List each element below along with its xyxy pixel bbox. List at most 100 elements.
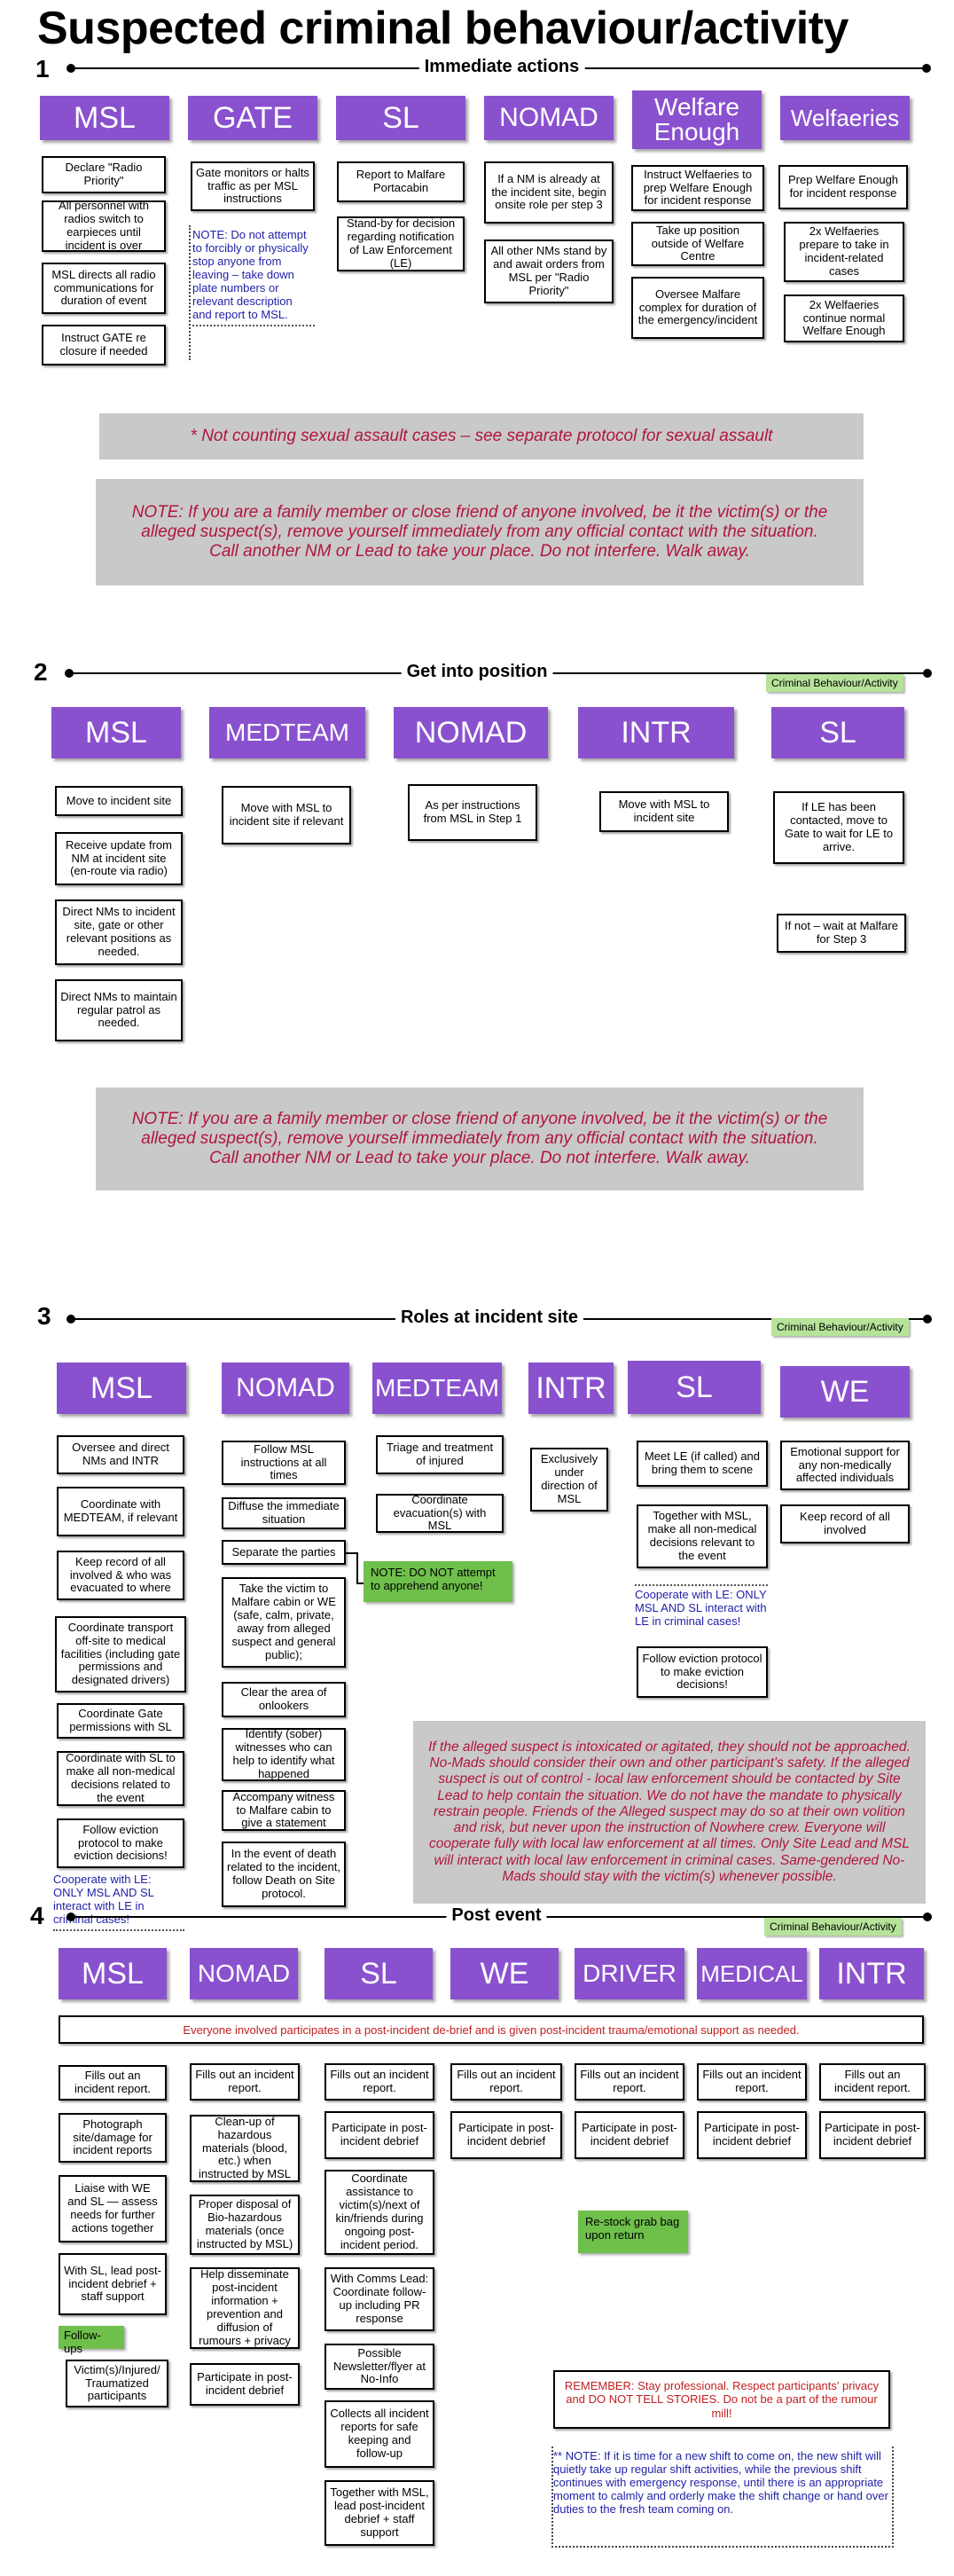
step2-sl-item: If not – wait at Malfare for Step 3 (777, 914, 906, 953)
step3-nomad-apprehend-note: NOTE: DO NOT attempt to apprehend anyone… (364, 1561, 512, 1602)
step2-msl-item: Direct NMs to incident site, gate or oth… (55, 899, 183, 965)
family-note-line: Call another NM or Lead to take your pla… (209, 542, 750, 561)
shift-note-border-right (892, 2446, 894, 2548)
step1-welfaeries-item: 2x Welfaeries prepare to take in inciden… (784, 222, 904, 282)
step4-msl-item: With SL, lead post-incident debrief + st… (59, 2253, 167, 2315)
step3-medteam-item: Triage and treatment of injured (376, 1435, 504, 1474)
followups-item: Victim(s)/Injured/ Traumatized participa… (66, 2360, 168, 2407)
connector-line (346, 1552, 358, 1554)
everyone-note: Everyone involved participates in a post… (59, 2015, 924, 2044)
family-note-line: Call another NM or Lead to take your pla… (209, 1149, 750, 1167)
step4-sl-item: With Comms Lead: Coordinate follow-up in… (325, 2267, 434, 2331)
step4-header-medical: MEDICAL (697, 1948, 807, 1999)
shift-change-note: ** NOTE: If it is time for a new shift t… (553, 2449, 888, 2516)
step2-header-intr: INTR (578, 707, 734, 758)
suspect-note: If the alleged suspect is intoxicated or… (413, 1721, 926, 1904)
step1-gate-note-border (189, 225, 191, 360)
step4-intr-item: Participate in post-incident debrief (819, 2111, 926, 2159)
page-title: Suspected criminal behaviour/activity (37, 3, 848, 54)
step3-we-item: Keep record of all involved (780, 1504, 910, 1543)
step1-header-sl: SL (336, 96, 465, 140)
family-note-line: NOTE: If you are a family member or clos… (131, 503, 828, 541)
step3-nomad-item: Follow MSL instructions at all times (222, 1441, 346, 1485)
connector-line (356, 1583, 367, 1584)
step1-nomad-item: If a NM is already at the incident site,… (484, 161, 614, 224)
step1-title: Immediate actions (418, 57, 585, 77)
step3-intr-item: Exclusively under direction of MSL (530, 1448, 608, 1512)
step3-sl-item: Meet LE (if called) and bring them to sc… (637, 1441, 768, 1487)
step4-nomad-item: Clean-up of hazardous materials (blood, … (190, 2115, 300, 2182)
step2-header-msl: MSL (51, 707, 181, 758)
category-tag: Criminal Behaviour/Activity (764, 1918, 902, 1936)
step2-header-medteam: MEDTEAM (209, 707, 365, 758)
connector-line (356, 1552, 358, 1584)
step4-we-item: Participate in post-incident debrief (450, 2111, 562, 2159)
step3-msl-le-note: Cooperate with LE: ONLY MSL AND SL inter… (53, 1873, 184, 1931)
step4-medical-item: Fills out an incident report. (697, 2063, 807, 2101)
step1-sl-item: Stand-by for decision regarding notifica… (337, 216, 465, 271)
step4-intr-item: Fills out an incident report. (819, 2063, 926, 2101)
step3-medteam-item: Coordinate evacuation(s) with MSL (376, 1493, 504, 1533)
step2-msl-item: Receive update from NM at incident site … (55, 832, 183, 885)
step1-welfare-item: Instruct Welfaeries to prep Welfare Enou… (631, 165, 764, 211)
category-tag: Criminal Behaviour/Activity (771, 1318, 909, 1336)
step1-header-welfare-enough: Welfare Enough (632, 90, 762, 149)
step3-header-sl: SL (628, 1361, 761, 1414)
family-note-line: NOTE: If you are a family member or clos… (131, 1110, 828, 1148)
step1-nomad-item: All other NMs stand by and await orders … (484, 240, 614, 303)
family-note-2: NOTE: If you are a family member or clos… (96, 1088, 864, 1190)
step1-welfaeries-item: 2x Welfaeries continue normal Welfare En… (784, 295, 904, 342)
step3-sl-le-note: Cooperate with LE: ONLY MSL AND SL inter… (635, 1584, 768, 1631)
step3-sl-item: Together with MSL, make all non-medical … (637, 1504, 768, 1568)
step1-msl-item: MSL directs all radio communications for… (42, 263, 166, 314)
step-number-2: 2 (34, 658, 48, 686)
step1-sl-item: Report to Malfare Portacabin (337, 161, 465, 202)
step4-driver-restock-note: Re-stock grab bag upon return (578, 2211, 688, 2253)
step4-sl-item: Coordinate assistance to victim(s)/next … (325, 2170, 434, 2255)
step3-msl-item: Oversee and direct NMs and INTR (57, 1435, 184, 1474)
step3-sl-item: Follow eviction protocol to make evictio… (637, 1646, 768, 1698)
step2-header-nomad: NOMAD (394, 707, 548, 758)
remember-note: REMEMBER: Stay professional. Respect par… (553, 2370, 890, 2429)
step3-header-medteam: MEDTEAM (372, 1363, 502, 1414)
step3-header-msl: MSL (57, 1363, 186, 1414)
step3-title: Roles at incident site (395, 1308, 584, 1328)
step3-nomad-item: Clear the area of onlookers (222, 1682, 346, 1717)
category-tag: Criminal Behaviour/Activity (766, 674, 903, 692)
step4-sl-item: Possible Newsletter/flyer at No-Info (325, 2344, 434, 2390)
step-number-4: 4 (30, 1902, 44, 1929)
followups-label: Follow-ups (59, 2326, 124, 2355)
step3-nomad-item: Separate the parties (222, 1540, 346, 1565)
step1-welfaeries-item: Prep Welfare Enough for incident respons… (778, 165, 908, 209)
step1-welfare-item: Take up position outside of Welfare Cent… (631, 222, 764, 266)
step4-msl-item: Photograph site/damage for incident repo… (59, 2113, 167, 2163)
step4-header-driver: DRIVER (575, 1948, 684, 1999)
step2-nomad-item: As per instructions from MSL in Step 1 (408, 784, 537, 841)
step1-header-nomad: NOMAD (484, 96, 614, 140)
step4-msl-item: Fills out an incident report. (59, 2065, 167, 2101)
step2-header-sl: SL (771, 707, 904, 758)
step1-msl-item: Declare "Radio Priority" (42, 156, 166, 193)
sexual-assault-note: * Not counting sexual assault cases – se… (99, 413, 864, 459)
step2-msl-item: Direct NMs to maintain regular patrol as… (55, 979, 183, 1041)
step2-intr-item: Move with MSL to incident site (599, 791, 729, 832)
family-note-1: NOTE: If you are a family member or clos… (96, 479, 864, 585)
step4-sl-item: Together with MSL, lead post-incident de… (325, 2480, 434, 2546)
step2-medteam-item: Move with MSL to incident site if releva… (222, 786, 351, 844)
step4-header-nomad: NOMAD (190, 1948, 298, 1999)
step1-gate-item: Gate monitors or halts traffic as per MS… (191, 161, 315, 211)
step3-msl-item: Follow eviction protocol to make evictio… (57, 1818, 184, 1868)
step3-msl-item: Coordinate transport off-site to medical… (55, 1616, 186, 1692)
step3-header-intr: INTR (528, 1363, 614, 1414)
step4-we-item: Fills out an incident report. (450, 2063, 562, 2101)
step3-we-item: Emotional support for any non-medically … (780, 1441, 910, 1490)
step1-header-welfaeries: Welfaeries (780, 96, 910, 140)
step3-nomad-item: Diffuse the immediate situation (222, 1497, 346, 1529)
step4-nomad-item: Participate in post-incident debrief (190, 2363, 300, 2406)
step4-medical-item: Participate in post-incident debrief (697, 2111, 807, 2159)
step1-header-gate: GATE (188, 96, 317, 140)
step2-msl-item: Move to incident site (55, 786, 183, 816)
step4-header-msl: MSL (59, 1948, 167, 1999)
step1-msl-item: Instruct GATE re closure if needed (42, 325, 166, 365)
step4-driver-item: Fills out an incident report. (575, 2063, 684, 2101)
